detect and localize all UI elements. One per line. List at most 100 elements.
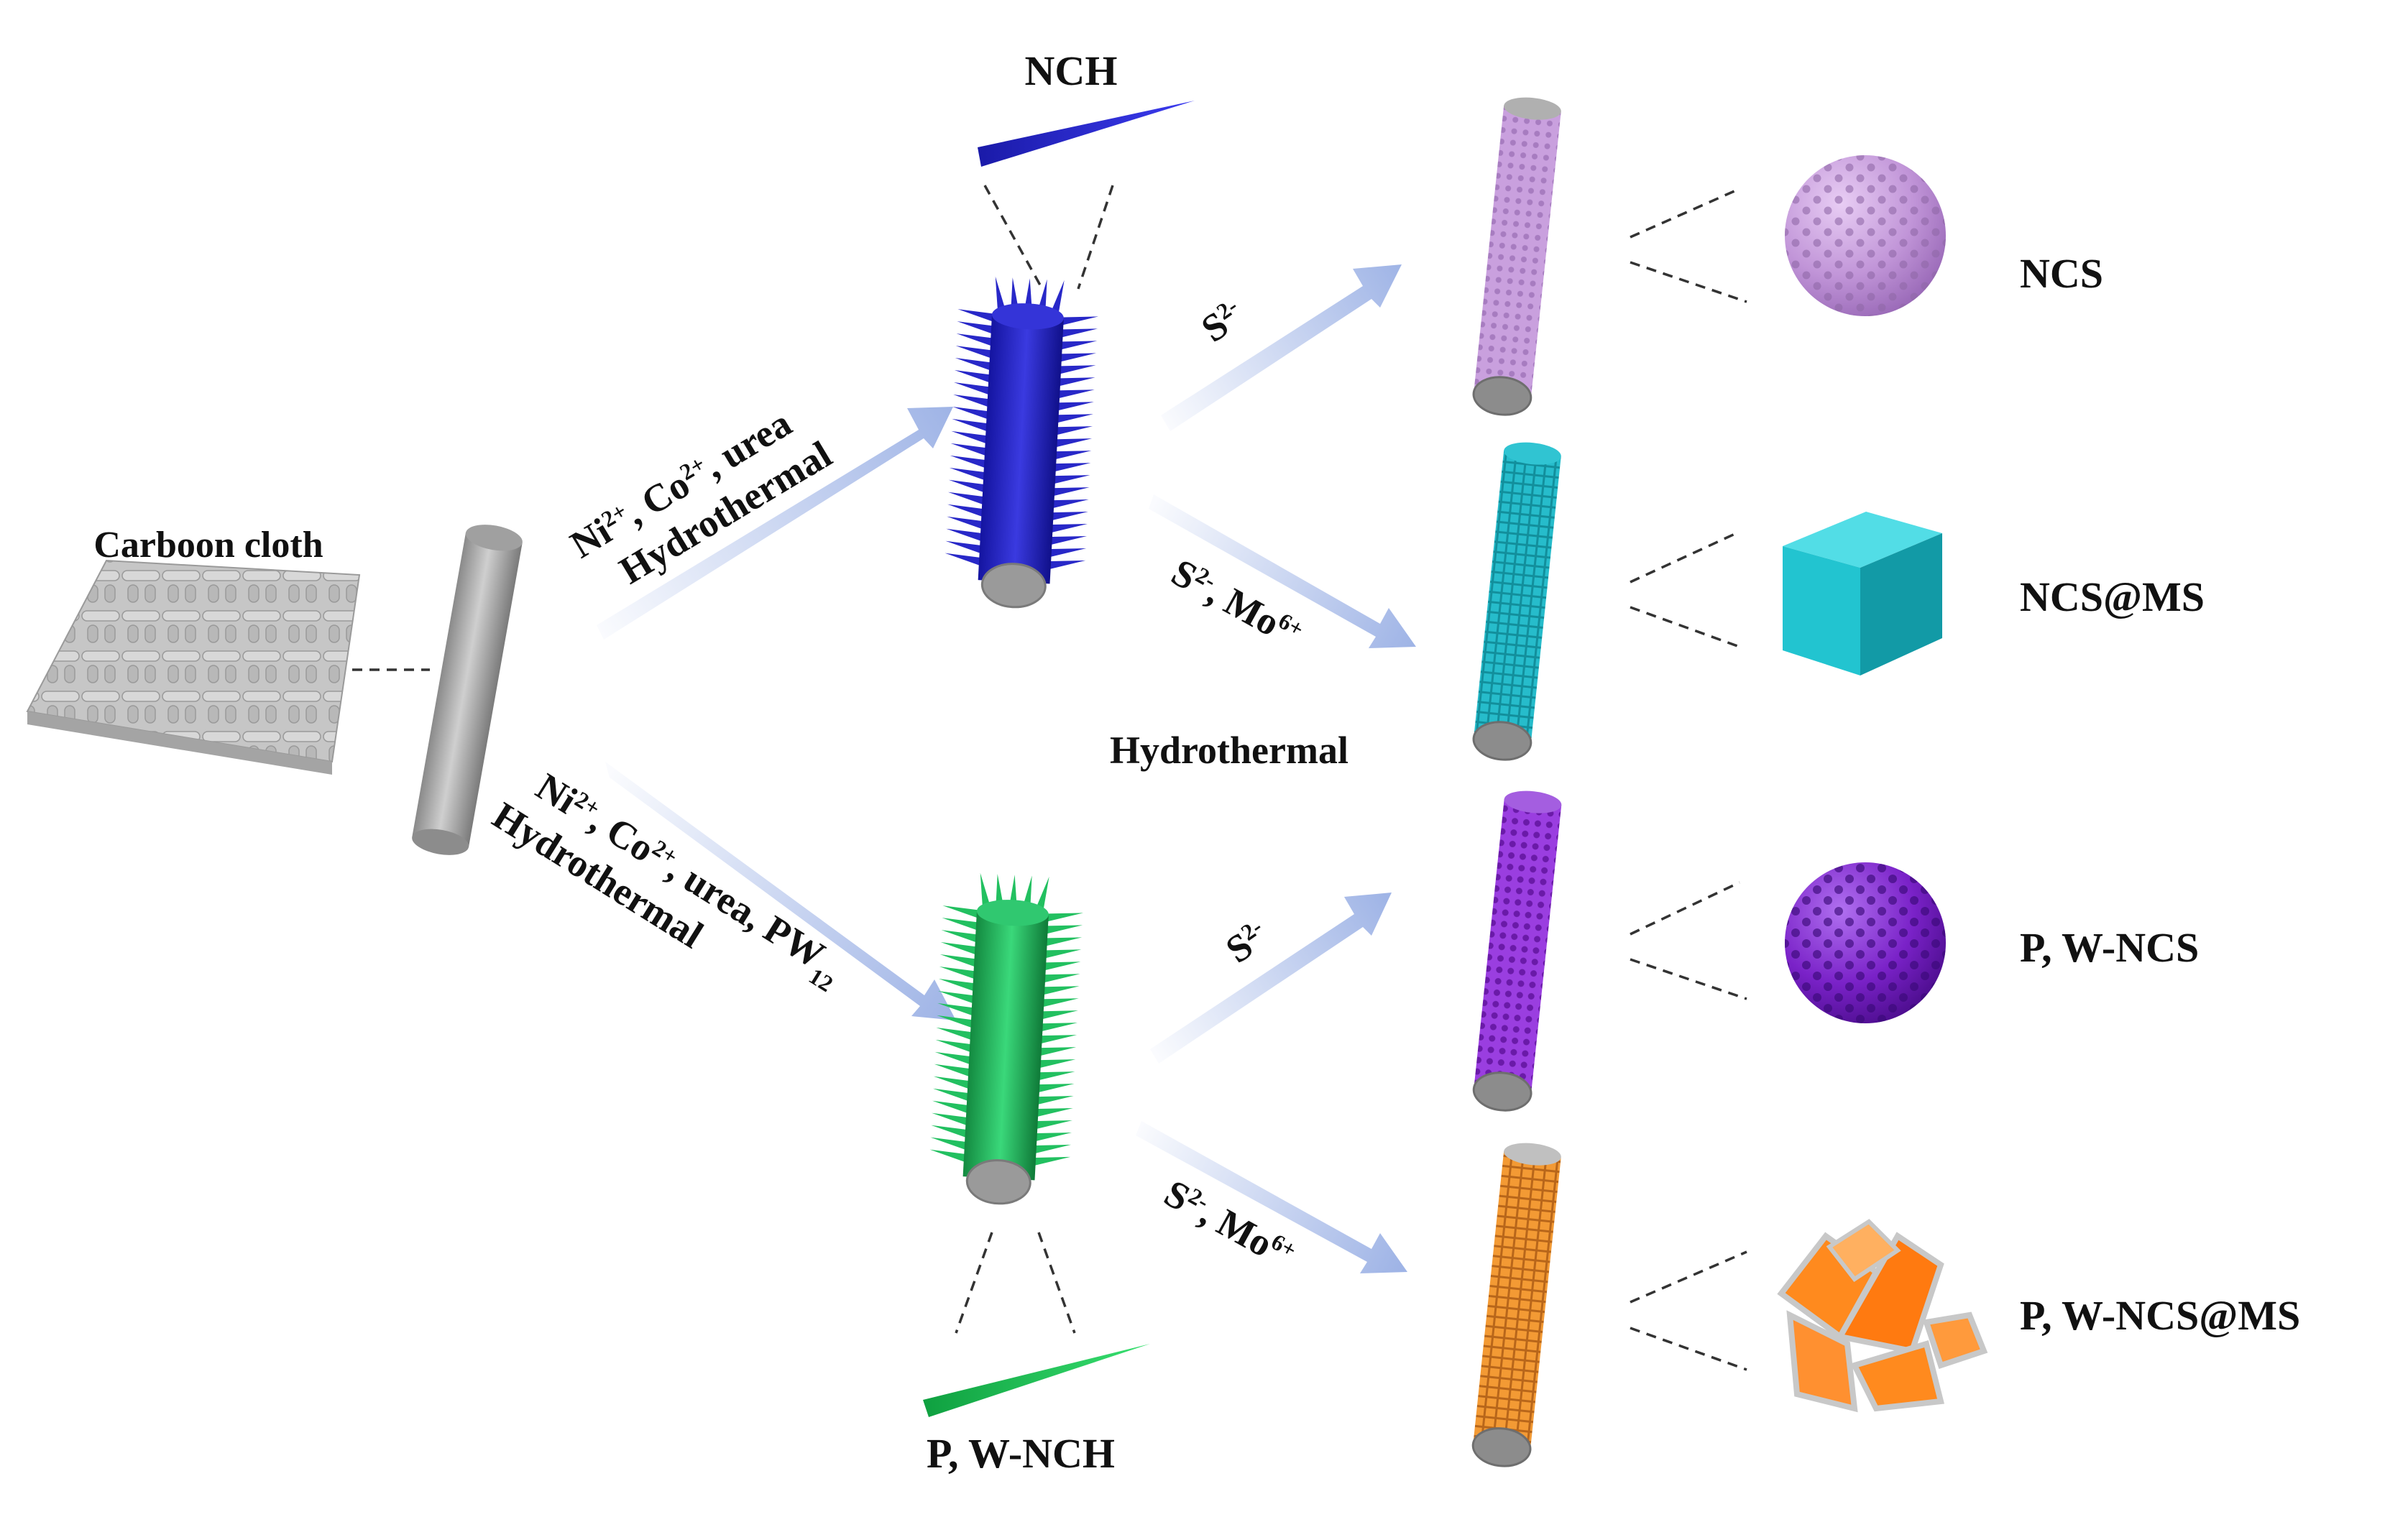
lower-reaction-arrow bbox=[605, 762, 956, 1020]
arrow-pwnch-to-pwncs bbox=[1150, 893, 1392, 1064]
s-mo-label-upper: S2-, Mo6+ bbox=[1164, 550, 1308, 656]
nch-spike bbox=[1056, 365, 1096, 375]
upper-reaction-arrow bbox=[597, 407, 953, 640]
pw-nch-spikes bbox=[929, 872, 1084, 1167]
pw-nch-spike bbox=[1034, 876, 1049, 913]
ncs-dash-top bbox=[1630, 189, 1737, 239]
nch-spike bbox=[1058, 328, 1098, 338]
nch-spike bbox=[947, 516, 985, 530]
nch-spike bbox=[1046, 560, 1086, 571]
s-ion-label-lower: S2- bbox=[1218, 913, 1267, 972]
ncs-ms-cube bbox=[1783, 512, 1942, 675]
arrow-nch-to-ncs-ms bbox=[1149, 494, 1416, 648]
nch-spike bbox=[1047, 535, 1088, 546]
s-mo-label-lower: S2-, Mo6+ bbox=[1157, 1171, 1301, 1265]
nch-spike bbox=[1054, 402, 1094, 412]
pw-nch-spike bbox=[931, 1125, 970, 1139]
nch-spike bbox=[1055, 377, 1095, 387]
pw-nch-spike bbox=[1032, 1132, 1072, 1143]
ncs-label: NCS bbox=[2020, 250, 2103, 297]
ncs-rod-top bbox=[1504, 97, 1561, 120]
carbon-cloth bbox=[26, 559, 361, 775]
pw-nch-nanoneedle-array bbox=[929, 872, 1084, 1205]
nch-spike bbox=[1051, 463, 1091, 473]
pw-nch-spike bbox=[1042, 937, 1083, 947]
ncs-rod bbox=[1472, 97, 1561, 416]
pw-ncs-ms-flower bbox=[1777, 1219, 1988, 1413]
flower-petal-4 bbox=[1850, 1340, 1944, 1412]
nch-spike bbox=[953, 394, 992, 408]
pw-ncs-sphere-pores bbox=[1785, 862, 1946, 1023]
pw-nch-spike bbox=[932, 1112, 970, 1127]
pw-nch-rod bbox=[962, 910, 1049, 1181]
ncs-ms-cube-front bbox=[1783, 546, 1860, 675]
ncs-ms-rod bbox=[1472, 442, 1561, 761]
s-ion-label-upper: S2- bbox=[1193, 292, 1242, 351]
nch-spike bbox=[951, 430, 991, 445]
nch-spike bbox=[995, 276, 1007, 313]
nch-spike bbox=[1049, 487, 1090, 497]
nch-spike bbox=[947, 492, 987, 506]
pw-nch-spike bbox=[1034, 1084, 1075, 1094]
pw-nch-rod-top bbox=[976, 900, 1049, 926]
nch-label: NCH bbox=[1025, 47, 1118, 94]
pw-nch-spike bbox=[1037, 1047, 1077, 1057]
ncs-ms-rod-top bbox=[1504, 442, 1561, 465]
ncs-ms-cube-side bbox=[1860, 533, 1942, 675]
nch-spike bbox=[957, 321, 996, 335]
pw-ncs-ms-label: P, W-NCS@MS bbox=[2020, 1292, 2300, 1339]
pw-nch-spike bbox=[934, 1051, 974, 1066]
pw-nch-spike bbox=[1033, 1120, 1072, 1130]
nch-spike bbox=[947, 504, 986, 518]
nch-spike bbox=[1052, 451, 1092, 461]
pw-ncs-ms-rod-top bbox=[1504, 1143, 1561, 1166]
pw-ncs-label: P, W-NCS bbox=[2020, 924, 2199, 971]
nch-spike bbox=[1047, 548, 1087, 558]
lower-reaction-label: Ni2+, Co2+, urea, PW12 Hydrothermal bbox=[485, 765, 837, 997]
carbon-cloth-mesh bbox=[26, 559, 361, 763]
nch-spike bbox=[1057, 353, 1097, 363]
nch-spike bbox=[950, 443, 990, 457]
ncs-ms-dash-bottom bbox=[1630, 606, 1740, 648]
pw-nch-spike bbox=[942, 905, 982, 919]
nch-spike bbox=[955, 346, 995, 359]
ncs-dash-bottom bbox=[1630, 261, 1747, 303]
pw-ncs-ms-dash-bottom bbox=[1630, 1327, 1747, 1371]
arrow-nch-to-ncs bbox=[1161, 264, 1402, 431]
nch-dash-left bbox=[983, 185, 1044, 290]
nch-spike bbox=[946, 528, 985, 543]
pw-nch-spike bbox=[934, 1064, 973, 1078]
nch-spike bbox=[1059, 316, 1099, 326]
pw-nch-spike bbox=[938, 978, 978, 992]
nch-nanoneedle-array bbox=[945, 276, 1099, 609]
pw-nch-spike bbox=[942, 918, 981, 931]
pw-nch-spike bbox=[1036, 1059, 1076, 1069]
nch-spike bbox=[1048, 524, 1088, 534]
pw-nch-spike bbox=[1040, 974, 1080, 984]
pw-ncs-ms-rod-body bbox=[1473, 1151, 1561, 1451]
pw-nch-spike bbox=[929, 1149, 969, 1163]
pw-ncs-ms-rod bbox=[1471, 1143, 1561, 1467]
pw-nch-spike bbox=[930, 1137, 970, 1151]
pw-nch-spike bbox=[1035, 1071, 1075, 1082]
ncs-ms-rod-body bbox=[1474, 450, 1561, 743]
flower-petal-5 bbox=[1922, 1311, 1988, 1370]
nch-dash-right bbox=[1077, 185, 1114, 290]
nch-spike bbox=[957, 309, 997, 323]
pw-nch-spike bbox=[1039, 998, 1079, 1008]
pw-nch-rod-base bbox=[965, 1159, 1031, 1205]
pw-nch-label: P, W-NCH bbox=[927, 1430, 1115, 1477]
nch-spike bbox=[954, 370, 993, 384]
ncs-rod-base bbox=[1472, 376, 1532, 416]
pw-nch-spike bbox=[936, 1027, 975, 1041]
pw-nch-dash-left bbox=[955, 1232, 993, 1334]
pw-nch-dash-right bbox=[1037, 1232, 1076, 1334]
svg-text:S2-, Mo6+: S2-, Mo6+ bbox=[1164, 550, 1308, 656]
pw-nch-spike bbox=[1034, 1096, 1074, 1106]
nch-spike bbox=[955, 358, 994, 372]
nch-spike bbox=[1054, 389, 1095, 400]
pw-nch-spike bbox=[1042, 949, 1082, 959]
pw-nch-spike bbox=[1039, 1010, 1078, 1020]
nch-rod bbox=[978, 314, 1064, 584]
